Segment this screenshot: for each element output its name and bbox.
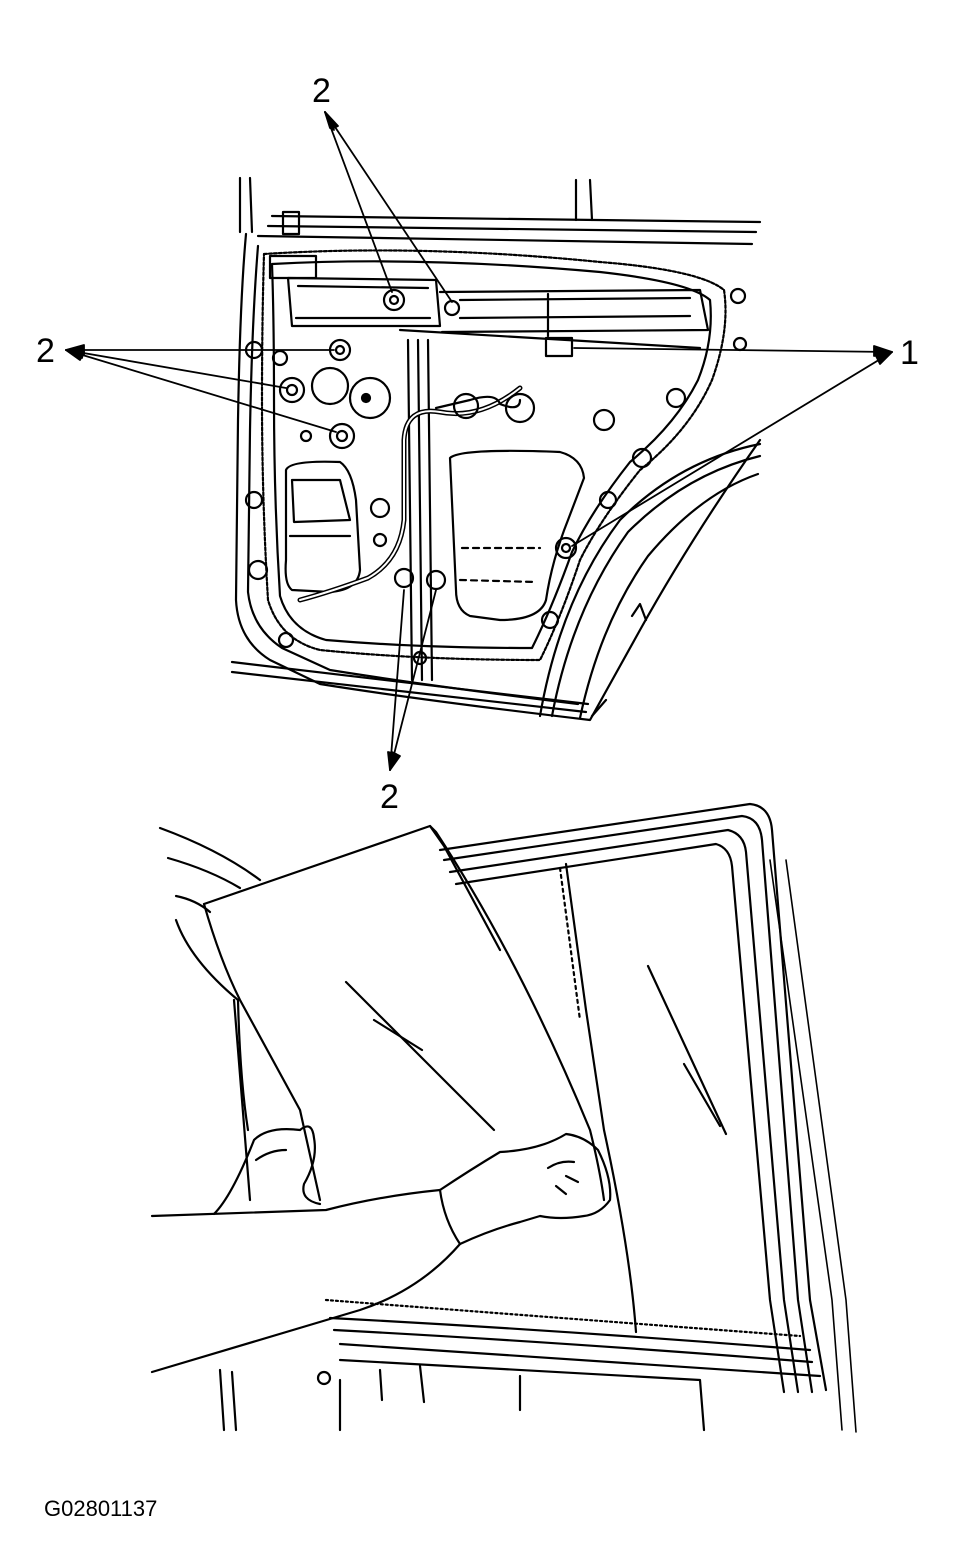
callout-right-label: 1 — [900, 334, 919, 372]
glass-bolts — [280, 290, 459, 589]
regulator-nuts — [546, 338, 576, 558]
figure-id: G02801137 — [44, 1496, 158, 1521]
technician-hands — [152, 1126, 610, 1372]
door-panel-holes — [246, 289, 746, 664]
door-window-frame — [160, 804, 856, 1432]
door-glass — [204, 826, 604, 1200]
callout-leaders — [66, 112, 892, 770]
callout-bottom-label: 2 — [380, 778, 399, 816]
callout-left-label: 2 — [36, 332, 55, 370]
callout-top-label: 2 — [312, 72, 331, 110]
door-inner-panel — [232, 178, 760, 720]
